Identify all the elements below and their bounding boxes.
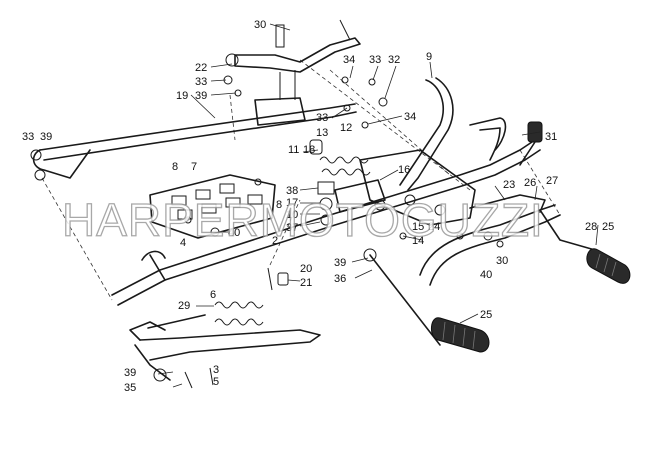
callout-28: 28 xyxy=(585,221,597,233)
side-stand xyxy=(129,314,321,389)
curved-side-bar xyxy=(399,77,454,191)
callout-33: 33 xyxy=(22,131,34,143)
callout-36: 36 xyxy=(334,273,346,285)
callout-3: 3 xyxy=(213,364,219,376)
callout-33: 33 xyxy=(316,112,328,124)
callout-13: 13 xyxy=(316,127,328,139)
callout-34: 34 xyxy=(343,54,355,66)
callout-20: 20 xyxy=(300,263,312,275)
linkage-block xyxy=(317,179,386,226)
callout-10: 10 xyxy=(286,209,298,221)
callout-23: 23 xyxy=(503,179,515,191)
callout-34: 34 xyxy=(404,111,416,123)
callout-40: 40 xyxy=(480,269,492,281)
callout-8: 8 xyxy=(276,199,282,211)
callout-22: 22 xyxy=(195,62,207,74)
top-lever xyxy=(225,19,361,73)
callout-37: 37 xyxy=(286,222,298,234)
main-frame xyxy=(111,117,541,306)
callout-17: 17 xyxy=(286,197,298,209)
callout-7: 7 xyxy=(191,161,197,173)
callout-24: 24 xyxy=(428,221,440,233)
callout-33: 33 xyxy=(369,54,381,66)
callout-15: 15 xyxy=(412,221,424,233)
callout-39: 39 xyxy=(124,367,136,379)
callout-14: 14 xyxy=(412,235,424,247)
callout-39: 39 xyxy=(40,131,52,143)
callout-39: 39 xyxy=(334,257,346,269)
upper-spring xyxy=(309,139,371,176)
part-callouts: 30 22 33 39 19 33 39 34 33 32 9 33 34 13… xyxy=(22,19,614,394)
callout-6: 6 xyxy=(210,289,216,301)
callout-18: 18 xyxy=(303,144,315,156)
callout-25: 25 xyxy=(480,309,492,321)
callout-11: 11 xyxy=(288,144,299,156)
callout-29: 29 xyxy=(178,300,190,312)
footrest-plate xyxy=(149,174,276,239)
central-bracket xyxy=(254,70,306,126)
stand-spring xyxy=(214,301,264,326)
callout-31: 31 xyxy=(545,131,557,143)
watermark-text: HARPERMOTOGUZZI xyxy=(62,194,544,246)
assembly-guide-lines xyxy=(41,59,561,301)
fasteners xyxy=(210,75,504,248)
callout-16: 16 xyxy=(398,164,410,176)
long-bolt xyxy=(363,248,441,346)
callout-30: 30 xyxy=(254,19,266,31)
callout-25: 25 xyxy=(602,221,614,233)
callout-40: 40 xyxy=(228,227,240,239)
callout-33: 33 xyxy=(195,76,207,88)
mounting-plate xyxy=(359,149,476,226)
callout-9: 9 xyxy=(426,51,432,63)
callout-38: 38 xyxy=(286,185,298,197)
callout-27: 27 xyxy=(546,175,558,187)
callout-35: 35 xyxy=(124,382,136,394)
right-footrest-bracket xyxy=(419,194,596,286)
callout-4: 4 xyxy=(180,237,186,249)
callout-30: 30 xyxy=(496,255,508,267)
callout-39: 39 xyxy=(195,90,207,102)
upper-footrest-bar xyxy=(30,103,357,181)
callout-32: 32 xyxy=(388,54,400,66)
callout-8: 8 xyxy=(172,161,178,173)
callout-2: 2 xyxy=(272,235,278,247)
right-footrest-rubber xyxy=(586,248,631,284)
pin-21 xyxy=(267,267,289,291)
left-footrest-rubber xyxy=(431,317,490,353)
callout-26: 26 xyxy=(524,177,536,189)
leader-lines xyxy=(157,23,599,388)
cap-31 xyxy=(519,121,543,166)
callout-19: 19 xyxy=(176,90,188,102)
callout-21: 21 xyxy=(300,277,312,289)
callout-5: 5 xyxy=(213,376,219,388)
callout-12: 12 xyxy=(340,122,352,134)
